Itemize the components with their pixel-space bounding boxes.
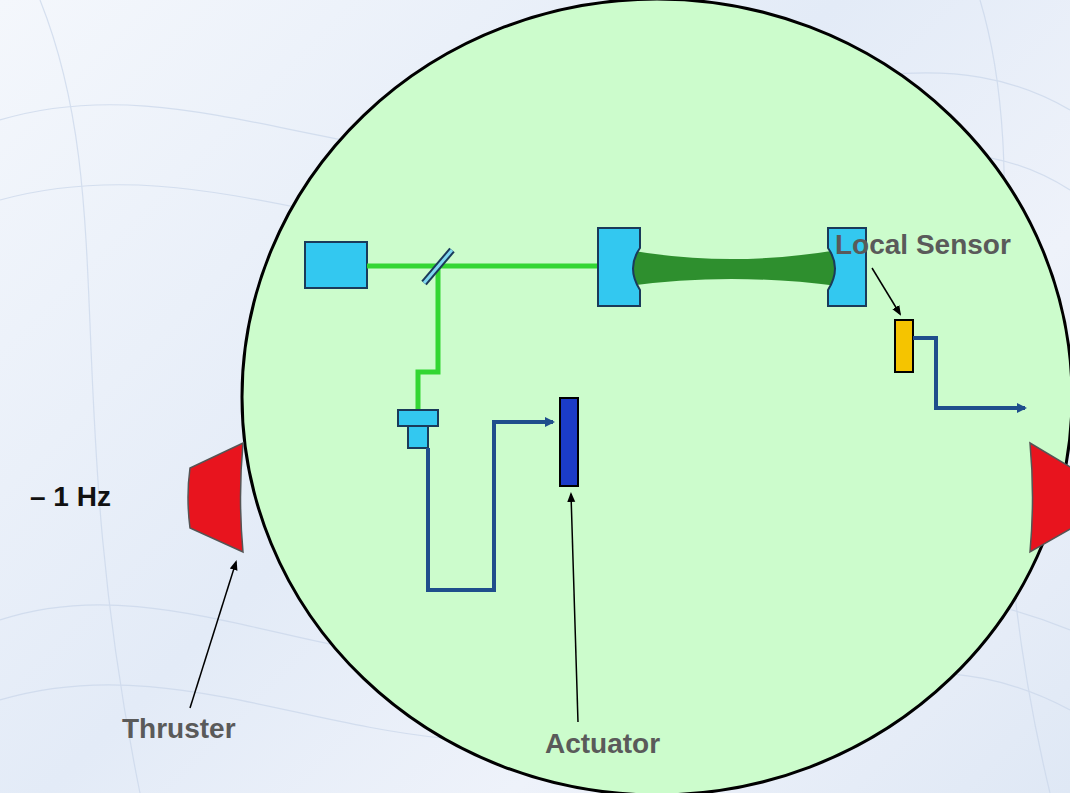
- frequency-label: – 1 Hz: [30, 480, 111, 514]
- leader-line: [571, 494, 578, 722]
- beam-splitter: [424, 250, 452, 283]
- local-sensor: [895, 320, 913, 372]
- pickoff-beam: [418, 266, 438, 410]
- sensor-wire: [913, 338, 1025, 408]
- actuator: [560, 398, 578, 486]
- cavity-beam: [628, 250, 838, 286]
- spacecraft-body: [242, 0, 1070, 793]
- servo-wire: [428, 422, 553, 590]
- cavity-mirror-1: [598, 228, 640, 306]
- part-label: Actuator: [545, 727, 660, 761]
- thruster-right: [1030, 443, 1070, 552]
- leader-line: [872, 268, 900, 314]
- photodetector: [398, 410, 438, 426]
- part-label: Local Sensor: [835, 228, 1011, 262]
- part-label: Thruster: [122, 712, 236, 746]
- laser-box: [305, 242, 367, 288]
- thruster-left: [188, 443, 243, 552]
- leader-line: [190, 562, 236, 708]
- laser-beam: [367, 264, 605, 269]
